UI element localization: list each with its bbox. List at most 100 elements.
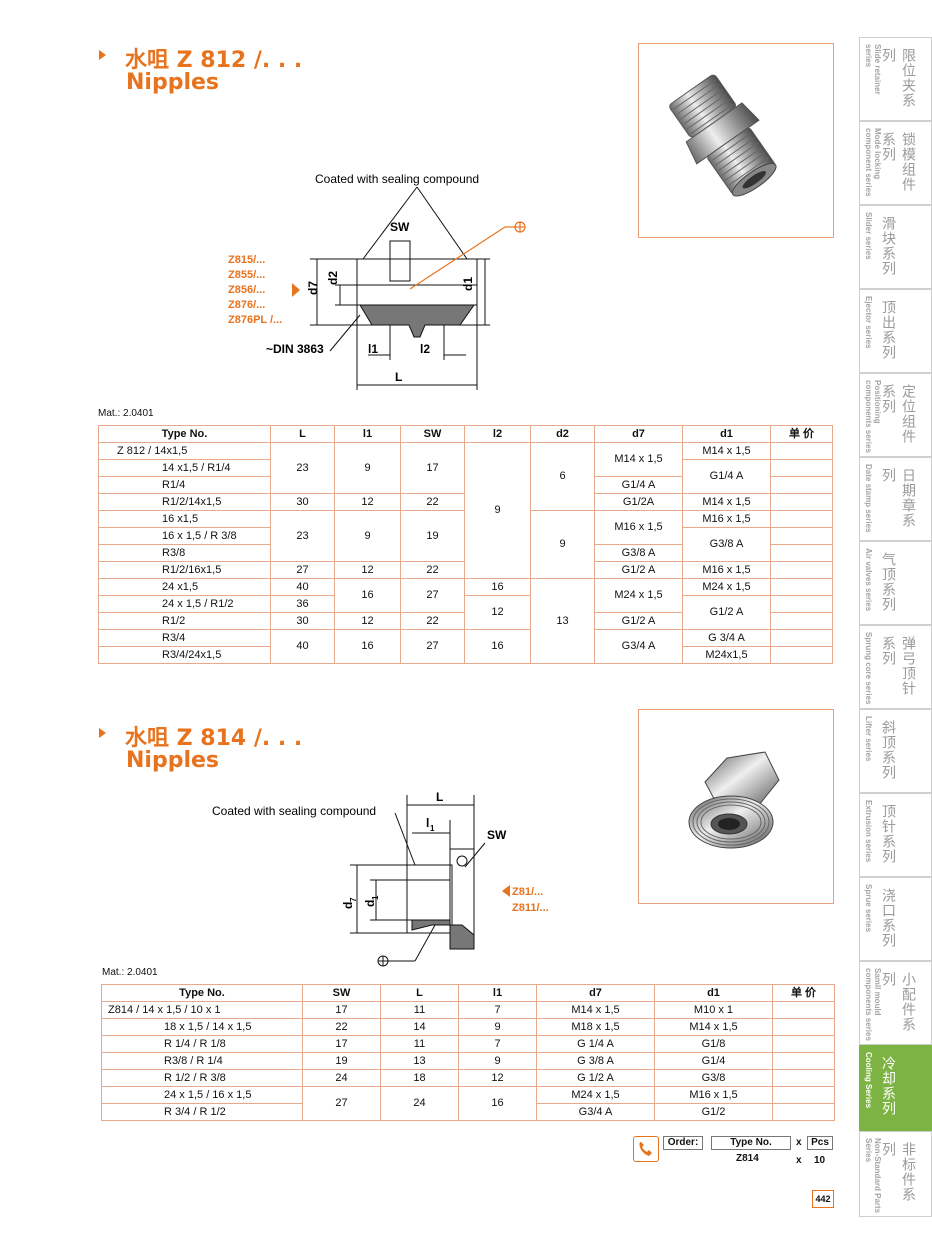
cell: G3/4 A [594, 629, 683, 664]
cell: G 3/4 A [682, 629, 771, 647]
svg-text:d: d [341, 902, 355, 909]
section2-title-en: Nipples [126, 748, 220, 773]
col-header: Type No. [98, 425, 271, 443]
cell: 22 [400, 493, 465, 511]
cell: 9 [458, 1018, 537, 1036]
table-row: R1/2/14x1,5 30 12 22 G1/2A M14 x 1,5 [98, 493, 833, 511]
ref-arrow-icon [502, 885, 510, 897]
price-cell [772, 1052, 835, 1070]
cell: G3/8 A [682, 527, 771, 562]
nipple-image-z812 [669, 74, 777, 197]
cell: 19 [302, 1052, 381, 1070]
price-cell [770, 510, 833, 528]
table-row: 24 x1,5 40 16 27 16 13 M24 x 1,5 M24 x 1… [98, 578, 833, 664]
sw-label: SW [487, 828, 507, 842]
order-times: x [796, 1155, 802, 1166]
sidebar-item-slide-retainer[interactable]: Slide retainer series 限位夹系列 [859, 37, 932, 121]
cell: 36 [270, 595, 335, 613]
sidebar-item-date-stamp[interactable]: Date stamp series 日期章系列 [859, 457, 932, 541]
sidebar-item-sprung-core[interactable]: Sprung core series 弹弓顶针系列 [859, 625, 932, 709]
section2-heading: 水咀 Z 814 /. . . Nipples [99, 720, 359, 776]
sw-label: SW [390, 220, 410, 234]
order-phone-icon [633, 1136, 659, 1162]
svg-text:1: 1 [371, 895, 380, 900]
type-cell: R3/8 [98, 544, 271, 562]
table-row: R 1/2 / R 3/8 24 18 12 G 1/2 A G3/8 [101, 1069, 835, 1087]
cell: G3/4 A [536, 1103, 655, 1121]
cell: 16 [334, 578, 401, 613]
type-cell: 24 x1,5 [98, 578, 271, 596]
ref-item: Z876/... [228, 299, 265, 311]
product-photo-z812 [638, 43, 834, 238]
cell: G1/2 A [682, 595, 771, 630]
cell: 9 [334, 510, 401, 562]
col-header: Type No. [101, 984, 303, 1002]
cell: M24 x 1,5 [536, 1086, 655, 1104]
price-cell [770, 561, 833, 579]
sidebar-item-extrusion[interactable]: Extrusion series 顶针系列 [859, 793, 932, 877]
cell: 22 [400, 561, 465, 579]
cell: 24 [380, 1086, 459, 1121]
cell: G1/2A [594, 493, 683, 511]
svg-text:7: 7 [349, 897, 358, 902]
material-label-2: Mat.: 2.0401 [102, 967, 158, 978]
table-row: 14 x1,5 / R1/4 G1/4 A [98, 459, 833, 494]
cell: G 1/2 A [536, 1069, 655, 1087]
type-cell: 18 x 1,5 / 14 x 1,5 [101, 1018, 303, 1036]
cell: 23 [270, 510, 335, 562]
svg-text:1: 1 [430, 824, 435, 833]
svg-text:l: l [426, 816, 429, 830]
d1-label: d 1 [363, 895, 380, 907]
cell: 40 [270, 578, 335, 596]
type-cell: 16 x 1,5 / R 3/8 [98, 527, 271, 545]
cell: M14 x 1,5 [654, 1018, 773, 1036]
cell: 27 [302, 1086, 381, 1121]
din-label: ~DIN 3863 [266, 342, 324, 356]
cell: 24 [302, 1069, 381, 1087]
section1-title-cn: 水咀 Z 812 /. . . [125, 48, 303, 73]
cell: 11 [380, 1001, 459, 1019]
cell: 11 [380, 1035, 459, 1053]
cell: 9 [458, 1052, 537, 1070]
d7-label: d 7 [341, 897, 358, 909]
type-cell: R 1/2 / R 3/8 [101, 1069, 303, 1087]
sidebar-item-cooling[interactable]: Cooling Series 冷却系列 [859, 1045, 932, 1131]
ref-item: Z815/... [228, 254, 265, 266]
cell: 7 [458, 1001, 537, 1019]
cell: 9 [530, 510, 595, 579]
type-cell: 14 x1,5 / R1/4 [98, 459, 271, 477]
price-cell [770, 629, 833, 647]
cell: 40 [270, 629, 335, 664]
table-row: R 3/4 / R 1/2 G3/4 A G1/2 [101, 1103, 835, 1121]
sidebar-item-mode-locking[interactable]: Mode locking component series 锁模组件系列 [859, 121, 932, 205]
price-cell [770, 493, 833, 511]
table-row: R3/4 40 16 27 16 G3/4 A G 3/4 A [98, 629, 833, 664]
col-header: d1 [654, 984, 773, 1002]
cell: M16 x 1,5 [594, 510, 683, 545]
sidebar-item-slider[interactable]: Slider series 滑块系列 [859, 205, 932, 289]
sidebar-item-ejector[interactable]: Ejector series 顶出系列 [859, 289, 932, 373]
sidebar-item-sprue[interactable]: Sprue series 浇口系列 [859, 877, 932, 961]
technical-drawing-z814: Coated with sealing compound L l 1 SW d … [212, 790, 549, 967]
cell: 22 [302, 1018, 381, 1036]
sidebar-item-positioning[interactable]: Positioning components series 定位组件系列 [859, 373, 932, 457]
col-header: l1 [334, 425, 401, 443]
ref-item: Z876PL /... [228, 314, 282, 326]
cell: M14 x 1,5 [536, 1001, 655, 1019]
sidebar-item-non-standard[interactable]: Non-Standard Parts Series 非标件系列 [859, 1131, 932, 1217]
cell: G1/4 [654, 1052, 773, 1070]
sidebar-item-small-components[interactable]: Samll mould components series 小配件系列 [859, 961, 932, 1045]
cell: 12 [334, 612, 401, 630]
ref-item: Z855/... [228, 269, 265, 281]
ref-item: Z81/... [512, 886, 543, 898]
section2-title-cn: 水咀 Z 814 /. . . [125, 726, 303, 751]
col-header: d7 [536, 984, 655, 1002]
price-cell [770, 544, 833, 562]
cell: G 3/8 A [536, 1052, 655, 1070]
cell: G 1/4 A [536, 1035, 655, 1053]
sidebar-item-lifter[interactable]: Lifter series 斜顶系列 [859, 709, 932, 793]
sidebar-item-air-valves[interactable]: Air valves series 气顶系列 [859, 541, 932, 625]
cell: G1/2 A [594, 612, 683, 630]
table-row: 16 x1,5 23 9 19 9 M16 x 1,5 M16 x 1,5 [98, 510, 833, 579]
price-cell [772, 1103, 835, 1121]
